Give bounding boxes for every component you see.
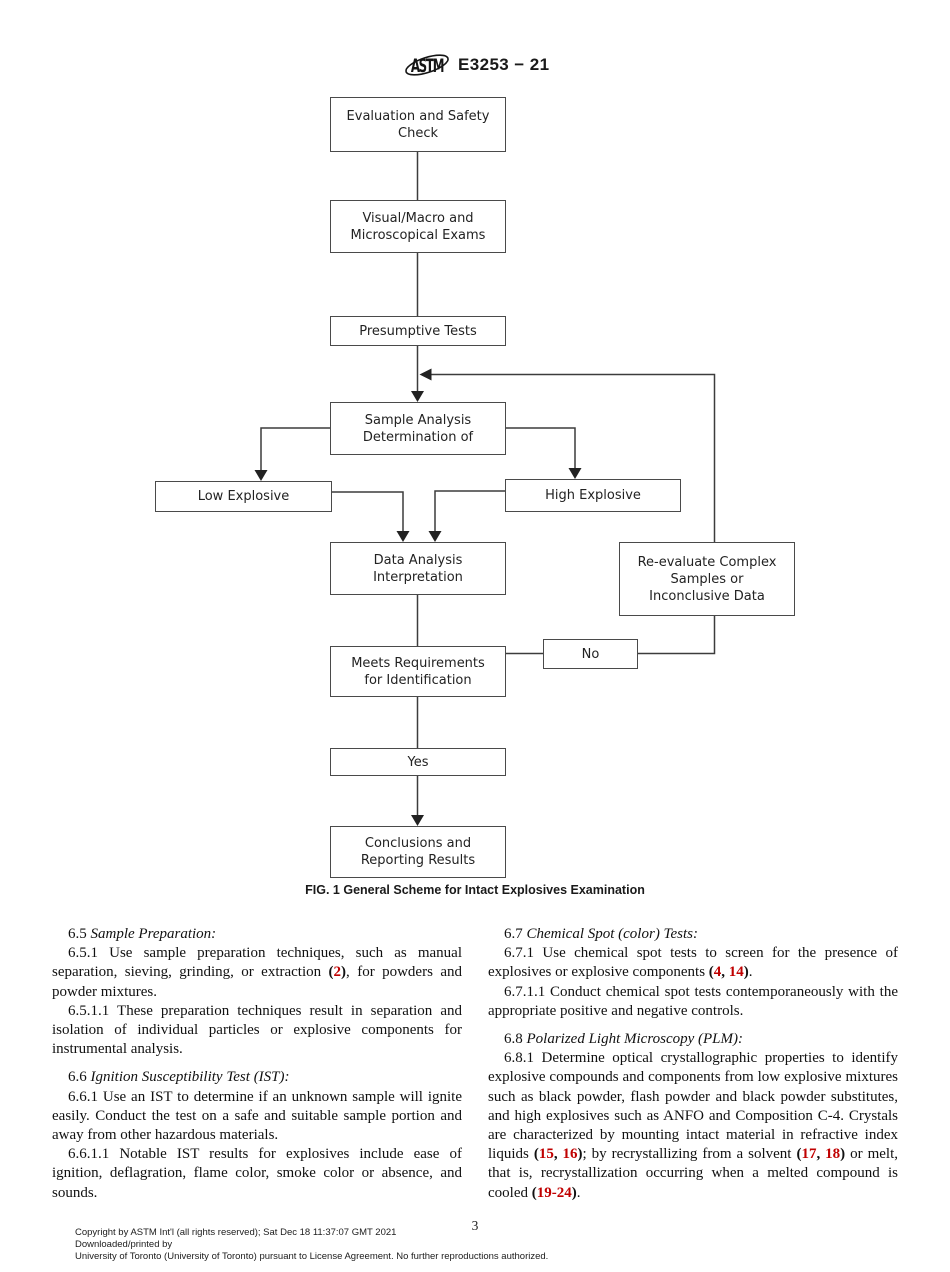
flowchart-node-no: No	[543, 639, 638, 669]
section-heading-6-6: 6.6 Ignition Susceptibility Test (IST):	[68, 1069, 290, 1086]
arrowhead-down-high	[568, 468, 582, 479]
flowchart-node-yes: Yes	[330, 748, 506, 776]
edge-low-data	[332, 491, 404, 532]
edge-sample-high	[506, 427, 576, 469]
flowchart-node-reevaluate: Re-evaluate Complex Samples or Inconclus…	[619, 542, 795, 616]
arrowhead-down-sample	[411, 391, 424, 402]
text-column-right: 6.7 Chemical Spot (color) Tests: 6.7.1 U…	[488, 916, 898, 1203]
arrowhead-left-feedback	[419, 368, 432, 381]
flowchart-node-visual: Visual/Macro and Microscopical Exams	[330, 200, 506, 253]
standard-designation: E3253 − 21	[458, 55, 550, 74]
arrowhead-down-low	[254, 470, 268, 481]
paragraph-6-7-1: 6.7.1 Use chemical spot tests to screen …	[488, 945, 898, 981]
paragraph-6-6-1-1: 6.6.1.1 Notable IST results for explosiv…	[52, 1146, 462, 1201]
section-heading-6-5: 6.5 Sample Preparation:	[68, 926, 217, 942]
figure-caption: FIG. 1 General Scheme for Intact Explosi…	[305, 883, 645, 897]
svg-text:ASTM: ASTM	[411, 54, 444, 77]
flowchart-node-sample: Sample Analysis Determination of	[330, 402, 506, 455]
edge-sample-low	[260, 427, 330, 471]
footer-downloaded-line: Downloaded/printed by	[75, 1239, 173, 1250]
edge-no-reevaluate	[638, 616, 716, 655]
paragraph-6-5-1-1: 6.5.1.1 These preparation techniques res…	[52, 1002, 462, 1058]
edge-feedback-loop	[431, 373, 716, 542]
arrowhead-down-conclusions	[411, 815, 424, 826]
arrowhead-down-data-left	[396, 531, 410, 542]
paragraph-6-7-1-1: 6.7.1.1 Conduct chemical spot tests cont…	[488, 983, 898, 1019]
paragraph-6-6-1: 6.6.1 Use an IST to determine if an unkn…	[52, 1088, 462, 1144]
section-heading-6-7: 6.7 Chemical Spot (color) Tests:	[504, 926, 699, 942]
page-number: 3	[471, 1218, 479, 1233]
flowchart-node-data: Data Analysis Interpretation	[330, 542, 506, 595]
flowchart-node-low: Low Explosive	[155, 481, 332, 512]
flowchart-node-high: High Explosive	[505, 479, 681, 512]
text-column-left: 6.5 Sample Preparation: 6.5.1 Use sample…	[52, 916, 462, 1203]
flowchart-connectors	[254, 152, 716, 826]
paragraph-6-8-1: 6.8.1 Determine optical crystallographic…	[488, 1050, 899, 1201]
footer-license-line: University of Toronto (University of Tor…	[75, 1251, 549, 1262]
edge-high-data	[434, 490, 505, 532]
paragraph-6-5-1: 6.5.1 Use sample preparation techniques,…	[52, 945, 462, 1000]
flowchart-node-meets: Meets Requirements for Identification	[330, 646, 506, 697]
arrowhead-down-data-right	[428, 531, 442, 542]
footer-copyright-line: Copyright by ASTM Int'l (all rights rese…	[75, 1227, 397, 1238]
flowchart-node-presumptive: Presumptive Tests	[330, 316, 506, 346]
section-heading-6-8: 6.8 Polarized Light Microscopy (PLM):	[504, 1031, 743, 1048]
flowchart-node-conclusions: Conclusions and Reporting Results	[330, 826, 506, 878]
footer-notice: Copyright by ASTM Int'l (all rights rese…	[75, 1227, 775, 1263]
astm-logo-icon: ASTM	[405, 54, 449, 77]
flowchart-node-evaluation: Evaluation and Safety Check	[330, 97, 506, 152]
